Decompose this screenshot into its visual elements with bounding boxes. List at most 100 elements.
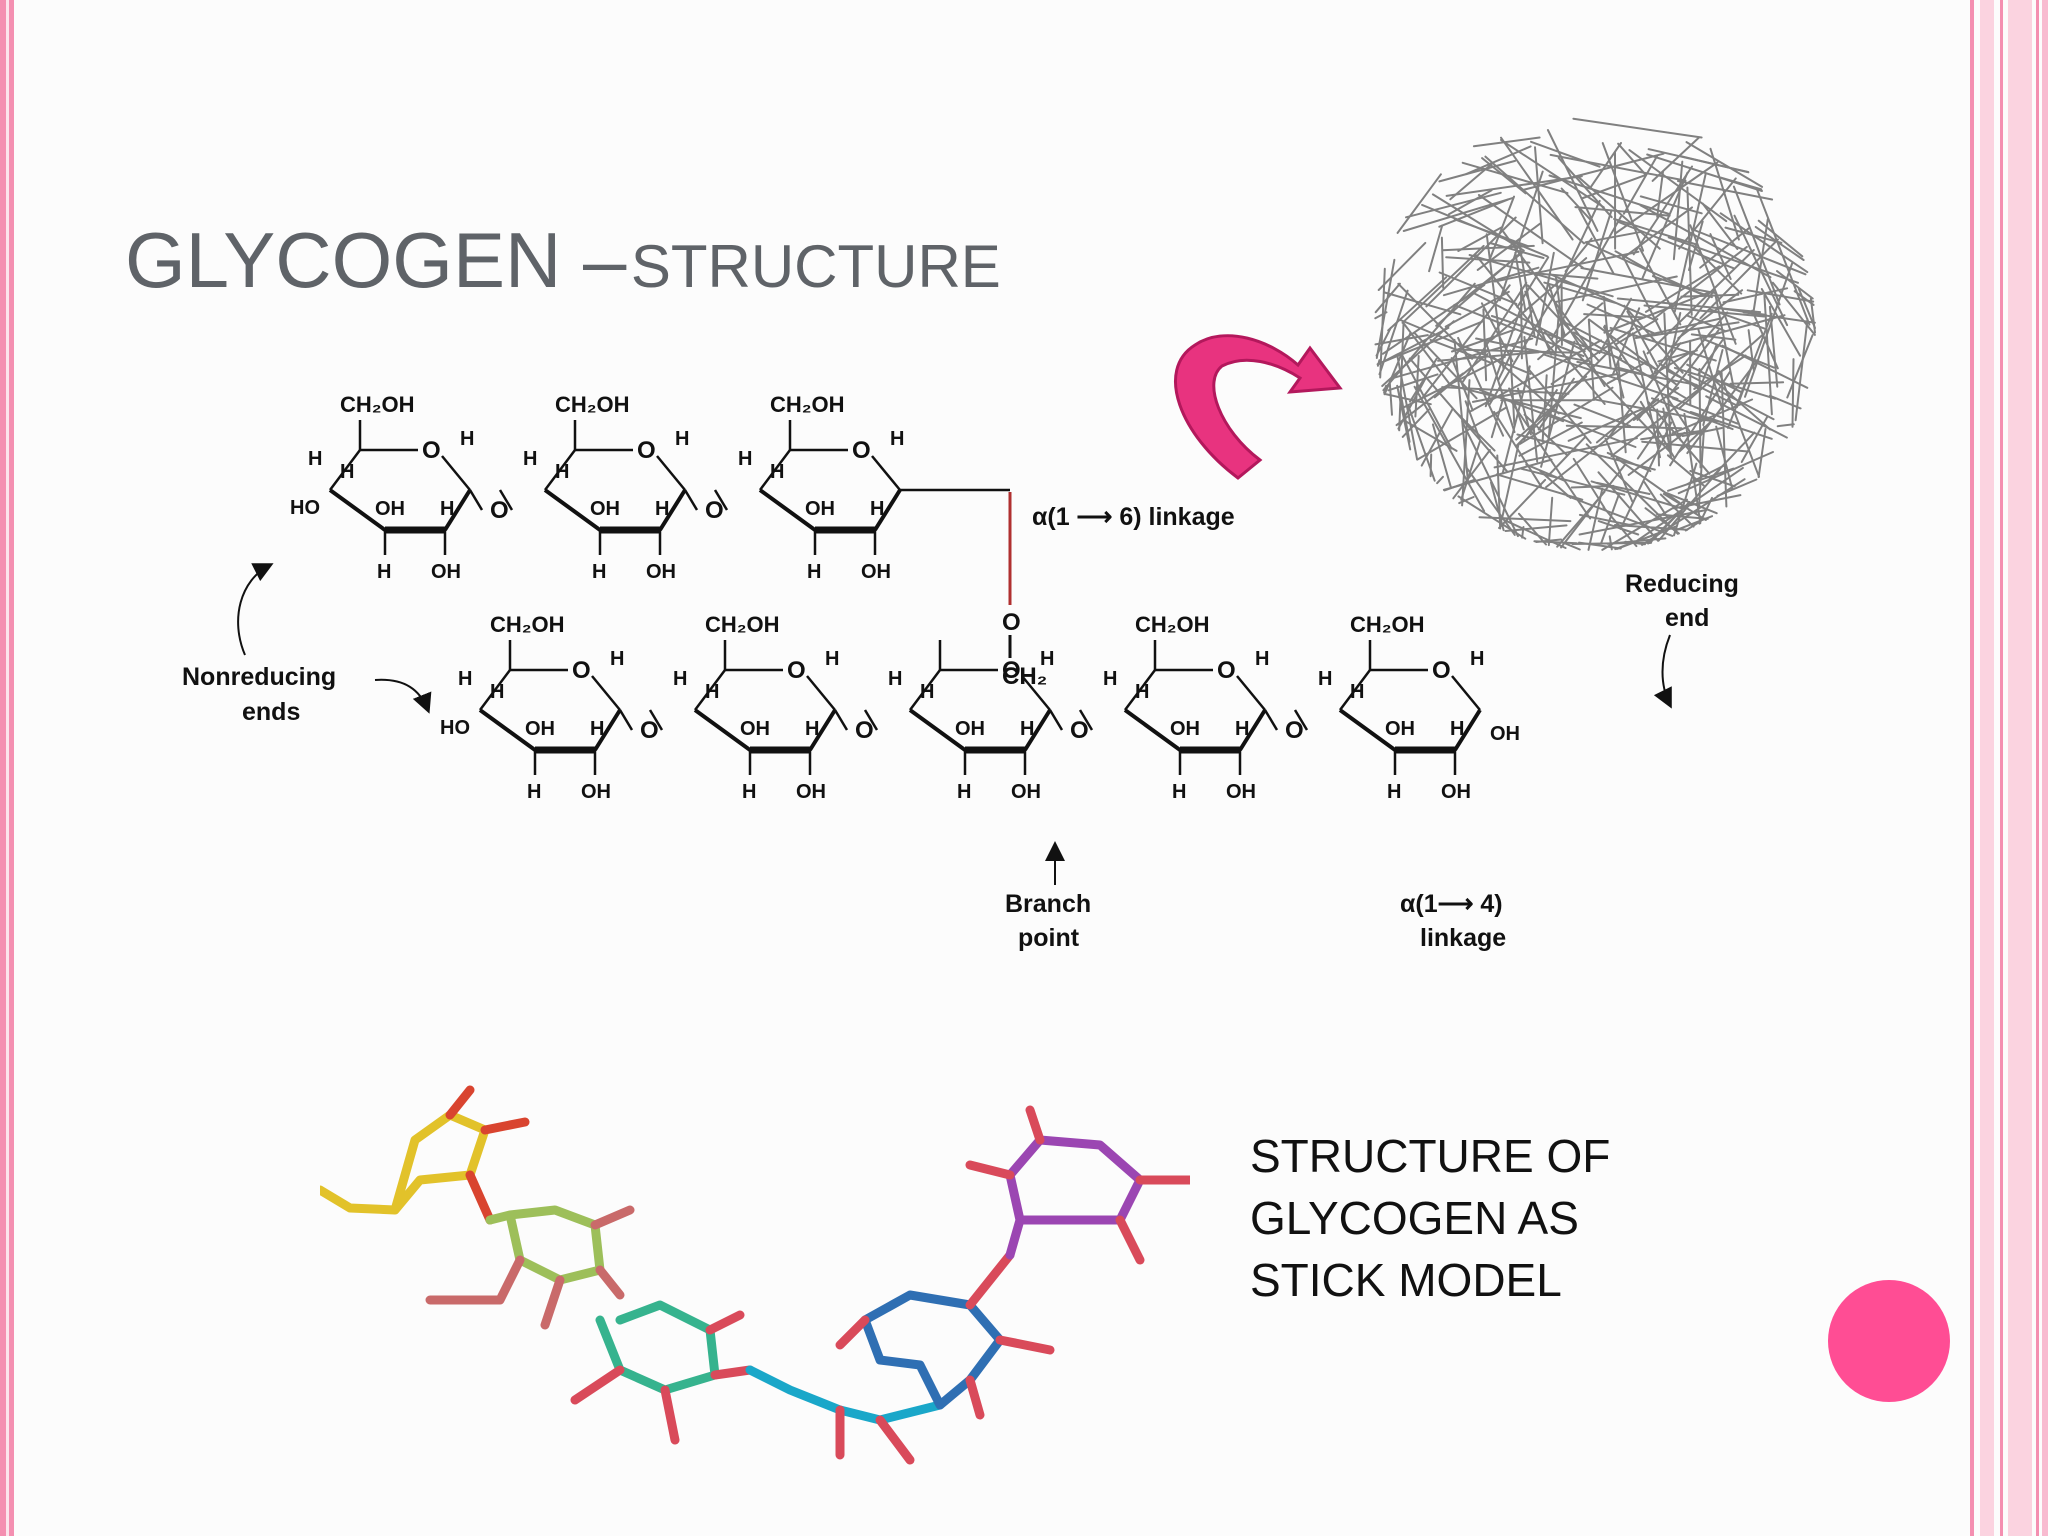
strand [1646, 249, 1755, 355]
strand [1729, 381, 1785, 385]
ring-bond [759, 449, 791, 491]
ring-oxygen: O [1002, 657, 1021, 684]
ring-oxygen: O [852, 437, 871, 464]
strand [1597, 471, 1660, 542]
h-label: H [458, 668, 472, 690]
strand [1550, 327, 1635, 385]
strand [1484, 155, 1585, 245]
strand [1677, 289, 1744, 340]
strand [1397, 282, 1474, 360]
strand [1567, 407, 1644, 442]
glycogen-particle-image [1374, 117, 1816, 551]
strand [1475, 337, 1589, 363]
ring-bond-bold [328, 488, 387, 532]
strand [1458, 496, 1475, 505]
ch2oh-label: CH₂OH [1135, 612, 1210, 637]
nonreducing-arrow-bottom [374, 678, 432, 714]
ring-bond [544, 449, 576, 491]
title-sub: STRUCTURE [630, 233, 1001, 300]
ring-oxygen: O [1432, 657, 1451, 684]
h-label: H [1387, 781, 1401, 803]
ring-bond-bold [1123, 708, 1182, 752]
h-label: H [673, 668, 687, 690]
strand [1525, 463, 1566, 482]
oh-label: OH [646, 561, 676, 583]
strand [1794, 318, 1809, 422]
strand [1421, 203, 1549, 258]
strand [1460, 440, 1481, 501]
glycosidic-bond [833, 709, 849, 731]
h-label: H [340, 461, 354, 483]
strand [1429, 338, 1494, 365]
strand [1681, 427, 1723, 437]
strand [1403, 419, 1458, 452]
strand [1793, 290, 1815, 306]
strand [1539, 469, 1572, 499]
oh-label: OH [861, 561, 891, 583]
strand [1578, 513, 1633, 527]
strand [1697, 338, 1724, 375]
strand [1595, 411, 1634, 444]
strand [1449, 161, 1495, 201]
strand [1518, 421, 1583, 457]
strand [1488, 275, 1567, 406]
strand [1616, 220, 1735, 270]
strand [1786, 334, 1814, 399]
strand [1457, 495, 1527, 540]
oh-label: OH [525, 718, 555, 740]
strand [1405, 191, 1502, 219]
strand [1497, 309, 1534, 382]
ring-bond-bold [593, 708, 622, 752]
strand [1677, 451, 1774, 495]
oh-label: OH [590, 498, 620, 520]
ring-bond-bold [543, 488, 602, 532]
nonreducing-label-1: Nonreducing [182, 663, 336, 691]
strand [1383, 392, 1432, 406]
strand [1431, 423, 1452, 488]
oh-label: OH [1226, 781, 1256, 803]
strand [1626, 310, 1659, 367]
strand [1493, 250, 1640, 283]
strand [1671, 398, 1754, 435]
oh-label: OH [1011, 781, 1041, 803]
strand [1444, 290, 1510, 328]
strand [1402, 196, 1515, 232]
ch2oh-label: CH₂OH [1350, 612, 1425, 637]
strand [1542, 353, 1679, 400]
strand [1718, 307, 1767, 316]
strand [1399, 319, 1532, 375]
strand [1769, 394, 1802, 410]
strand [1709, 431, 1756, 480]
strand [1375, 258, 1396, 359]
strand [1546, 435, 1587, 477]
strand [1546, 129, 1599, 232]
strand [1484, 303, 1524, 408]
strand [1438, 198, 1509, 228]
linkage-16-label: α(1 ⟶ 6) linkage [1032, 503, 1235, 531]
strand [1596, 481, 1651, 495]
reducing-arrow [1653, 634, 1672, 709]
strand [1416, 406, 1508, 461]
strand [1453, 409, 1496, 452]
strand [1699, 238, 1779, 320]
ho-label: HO [440, 717, 470, 739]
glycosidic-bond [1048, 709, 1064, 731]
strand [1465, 466, 1516, 536]
ring-bond-bold [443, 488, 472, 532]
strand [1653, 288, 1716, 373]
stick-model-caption: STRUCTURE OF GLYCOGEN AS STICK MODEL [1250, 1125, 1610, 1311]
strand [1680, 293, 1740, 298]
strand [1600, 492, 1621, 545]
strand [1771, 281, 1816, 336]
strand [1617, 142, 1646, 175]
strand [1617, 361, 1627, 454]
strand [1445, 256, 1531, 264]
ring-bond-bold [1338, 708, 1397, 752]
h-label: H [592, 561, 606, 583]
strand [1638, 247, 1682, 326]
ho-label: HO [290, 497, 320, 519]
glycosidic-oxygen: O [1285, 717, 1304, 744]
ring-bond-bold [873, 488, 902, 532]
strand [1776, 270, 1814, 300]
strand [1688, 220, 1704, 271]
